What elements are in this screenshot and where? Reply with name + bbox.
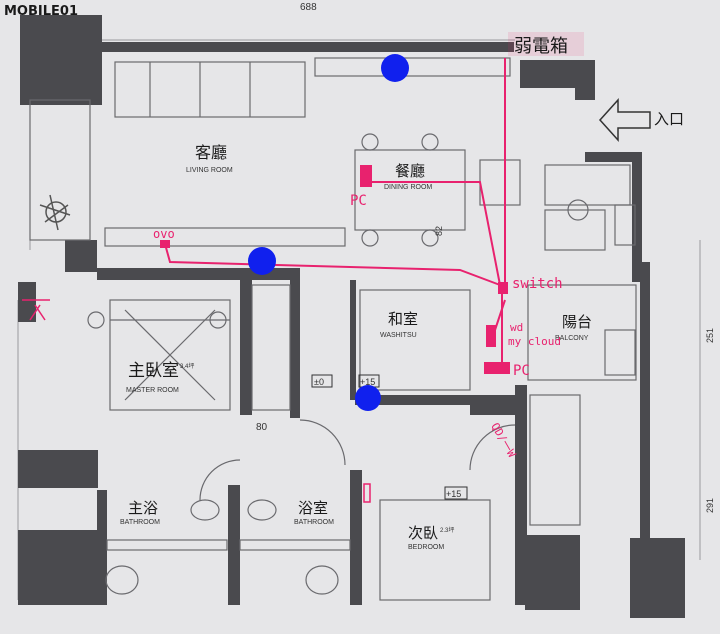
master-bath-label: 主浴 [128,499,158,517]
level-15b: +15 [446,489,461,499]
ovo-label: ovo [153,227,175,241]
network-cables [164,58,506,370]
my-cloud-label: my cloud [508,335,561,348]
ovo-device [160,240,170,248]
pc-balcony-label: PC [513,363,530,379]
master-room-label: 主臥室 [128,361,179,381]
dimension-80: 80 [256,422,268,433]
master-room-sublabel: MASTER ROOM [126,387,179,394]
bedroom2-size: 2.3坪 [440,526,454,534]
master-bath-sublabel: BATHROOM [120,519,160,526]
level-box-0 [311,374,333,388]
wifi-ap-dot-living [248,247,276,275]
switch-device [498,282,508,294]
wifi-ap-dot-washitsu [355,385,381,411]
washitsu-label: 和室 [388,310,418,328]
level-15a: +15 [360,377,375,387]
master-room-size: 3.4坪 [180,362,194,370]
left-wall-marks [22,299,50,321]
dimension-291: 291 [705,498,715,513]
living-room-label: 客廳 [195,143,227,162]
wd-label: wd [510,321,523,334]
level-box-15b [444,486,468,500]
watermark: MOBILE01 [4,4,78,19]
bathroom-sublabel: BATHROOM [294,519,334,526]
wifi-ap-dot-top [381,54,409,82]
weak-box-label: 弱電箱 [514,36,568,57]
balcony-sublabel: BALCONY [555,335,589,342]
pc-balcony-device [484,362,510,374]
switch-label: switch [512,276,563,292]
bathroom-label: 浴室 [298,499,328,517]
bedroom2-label: 次臥 [408,524,438,542]
living-room-sublabel: LIVING ROOM [186,167,233,174]
entrance-label: 入口 [654,110,684,128]
plant-icon [39,194,71,231]
dimension-251: 251 [705,328,715,343]
wd-cloud-device [486,325,496,347]
dining-room-sublabel: DINING ROOM [384,184,432,191]
walls [18,15,685,618]
washitsu-sublabel: WASHITSU [380,332,417,339]
pc-dining-label: PC [350,193,367,209]
bedroom2-pink-mark [363,483,371,503]
pc-dining-device [360,165,372,187]
weak-box [508,32,584,56]
level-0: ±0 [314,377,324,387]
bedroom2-sublabel: BEDROOM [408,544,444,551]
interior-lines [29,57,651,601]
dining-room-label: 餐廳 [395,162,425,180]
dimension-82: 82 [434,226,444,236]
balcony-label: 陽台 [562,313,592,331]
top-dimension: 688 [300,2,317,13]
